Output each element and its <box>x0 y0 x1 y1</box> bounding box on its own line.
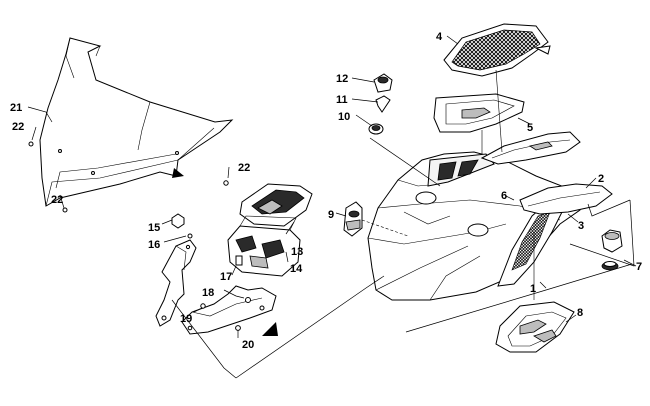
callout-11: 11 <box>336 94 348 106</box>
floor-panel <box>495 301 575 353</box>
callout-21: 21 <box>10 102 22 114</box>
callout-18: 18 <box>202 287 214 299</box>
callout-22-c: 22 <box>238 162 250 174</box>
direction-arrow <box>172 168 184 178</box>
callout-9: 9 <box>328 209 334 221</box>
assembly-lines <box>171 69 635 379</box>
support-bracket-left <box>155 239 197 327</box>
side-light <box>343 201 363 237</box>
callout-14: 14 <box>290 263 303 275</box>
fuel-cap <box>601 229 623 271</box>
callout-2: 2 <box>598 173 604 185</box>
callout-1: 1 <box>530 283 536 295</box>
callout-19: 19 <box>180 313 192 325</box>
callout-3: 3 <box>578 220 584 232</box>
callout-5: 5 <box>527 122 533 134</box>
callout-16: 16 <box>148 239 160 251</box>
direction-arrow-2 <box>262 322 278 336</box>
windshield-screws <box>28 141 229 213</box>
knob-cap <box>373 73 393 93</box>
gauge-bracket <box>227 215 301 277</box>
visor <box>433 93 581 165</box>
callout-13: 13 <box>291 246 303 258</box>
callout-7: 7 <box>636 261 642 273</box>
callout-labels: 1 2 3 4 5 6 7 8 9 10 11 12 13 14 15 16 1… <box>10 31 642 351</box>
callout-12: 12 <box>336 73 348 85</box>
knob-screw <box>375 95 391 113</box>
callout-17: 17 <box>220 271 232 283</box>
callout-20: 20 <box>242 339 254 351</box>
leader-lines <box>27 35 637 338</box>
callout-10: 10 <box>338 111 350 123</box>
callout-15: 15 <box>148 222 160 234</box>
knob-grommet <box>368 123 384 135</box>
callout-8: 8 <box>577 307 583 319</box>
console-tray <box>239 183 313 227</box>
hardware <box>171 213 243 331</box>
windshield <box>39 37 234 207</box>
callout-22-b: 22 <box>51 194 63 206</box>
callout-4: 4 <box>436 31 443 43</box>
storage-net <box>443 23 551 77</box>
callout-22-a: 22 <box>12 121 24 133</box>
hood <box>367 151 585 301</box>
support-bracket-right <box>181 285 277 335</box>
callout-6: 6 <box>501 190 507 202</box>
